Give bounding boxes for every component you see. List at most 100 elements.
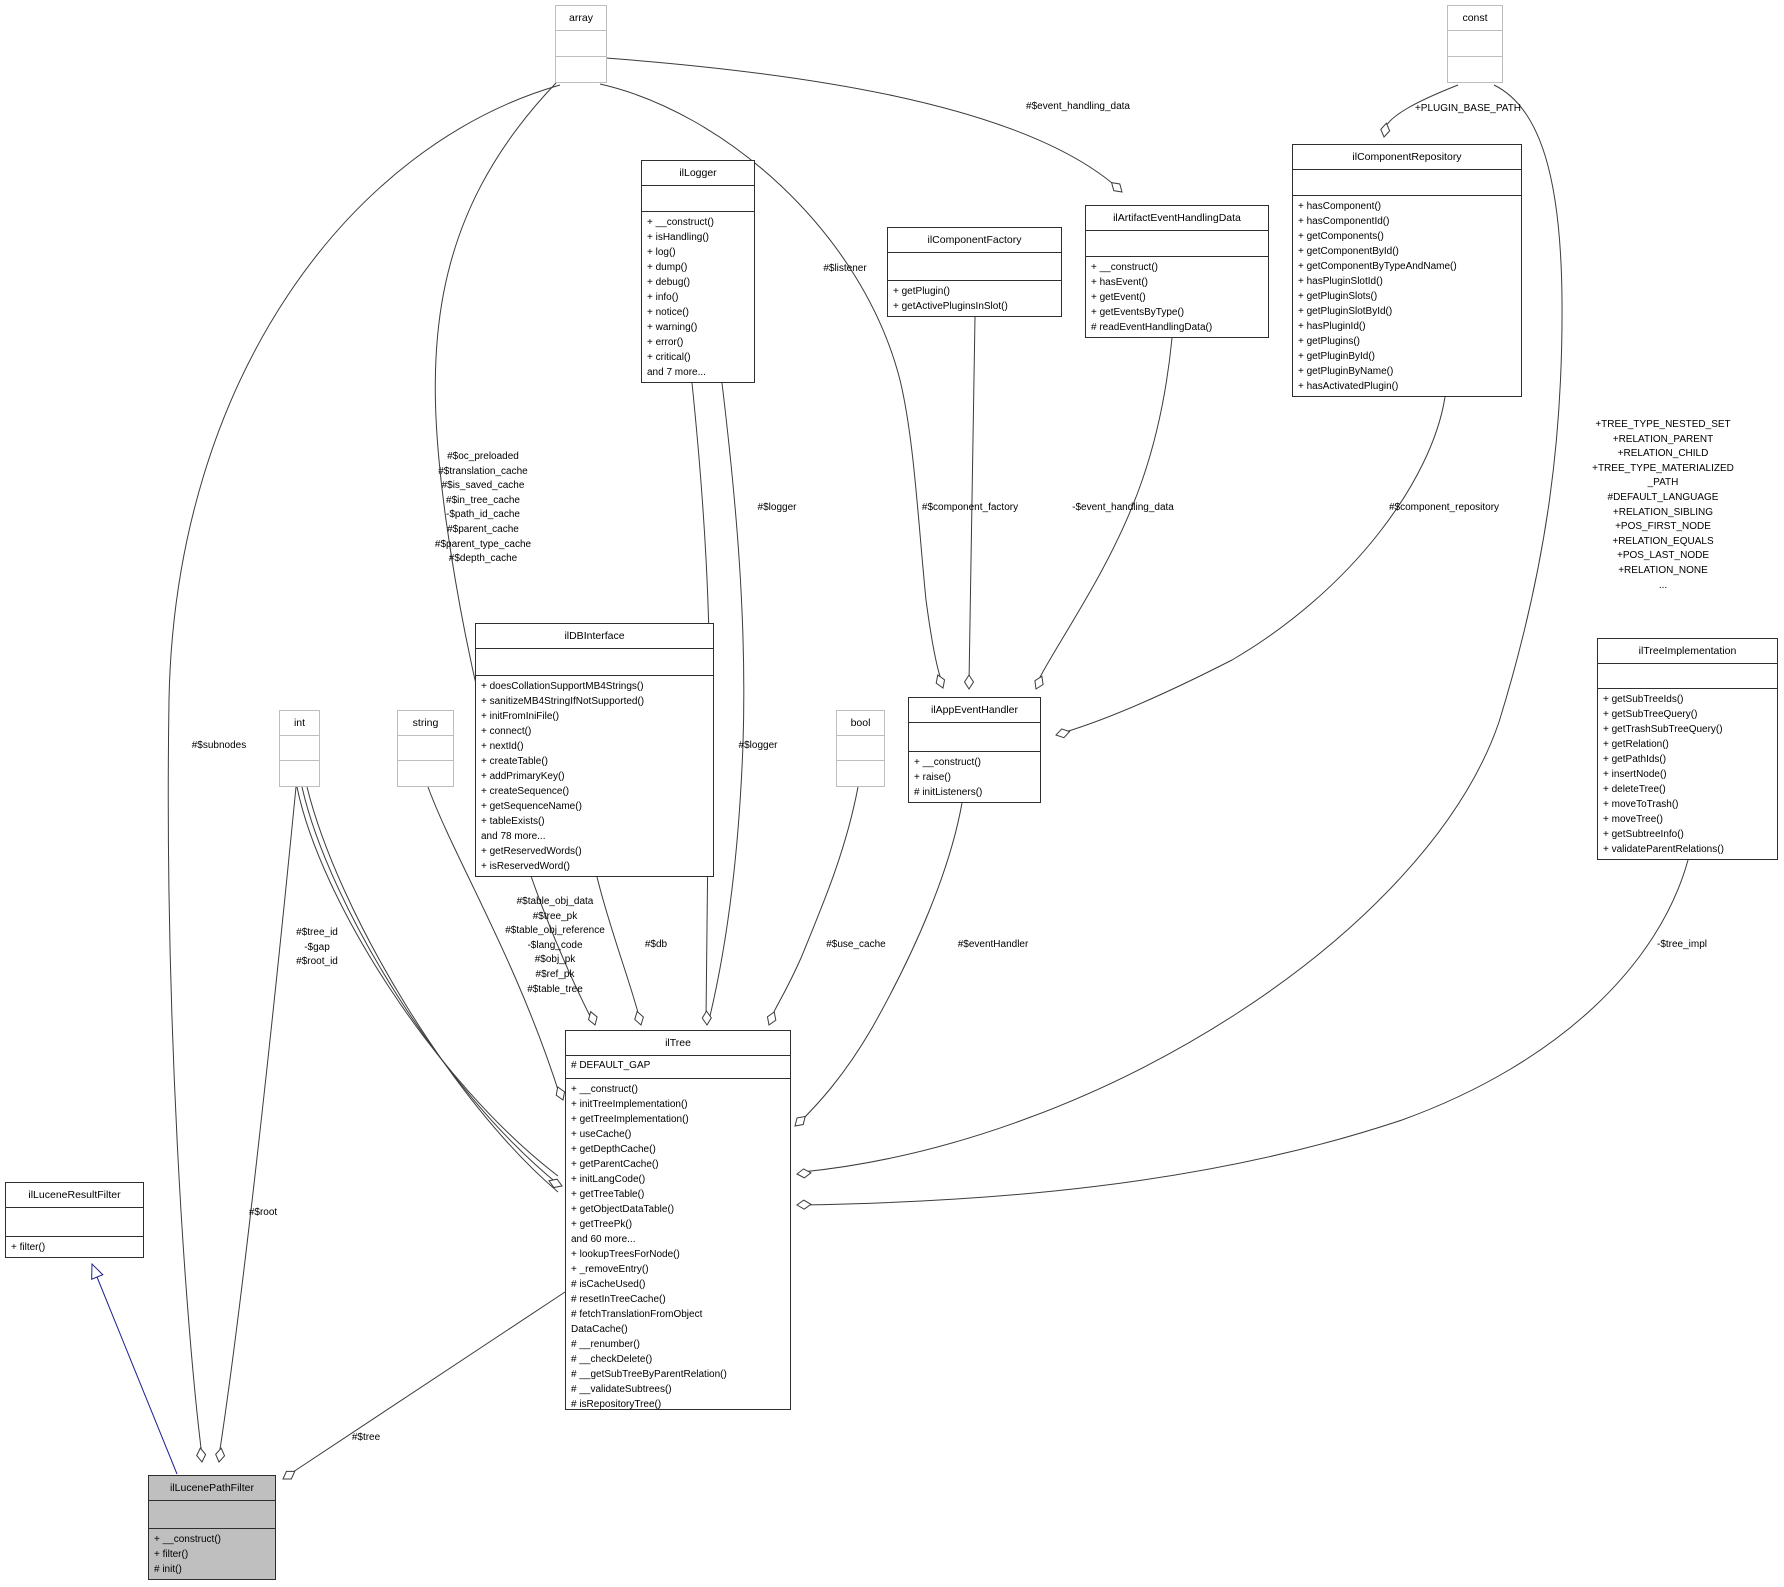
- class-title-ilcomponentrepository[interactable]: ilComponentRepository: [1293, 145, 1521, 170]
- diamond: [794, 1115, 806, 1127]
- diamond: [1380, 122, 1391, 138]
- edge-label-const_block: +TREE_TYPE_NESTED_SET +RELATION_PARENT +…: [1592, 419, 1734, 591]
- edge-label-logger2: #$logger: [738, 740, 778, 751]
- class-title-iltreeimplementation[interactable]: ilTreeImplementation: [1598, 639, 1777, 664]
- class-title-illogger[interactable]: ilLogger: [642, 161, 754, 186]
- method-row: + initFromIniFile(): [481, 711, 560, 722]
- edge-eventhandler: [798, 802, 963, 1124]
- method-row: + initTreeImplementation(): [571, 1099, 688, 1110]
- method-row: + getParentCache(): [571, 1159, 659, 1170]
- attributes-compartment: [837, 736, 884, 761]
- method-row: + getActivePluginsInSlot(): [893, 301, 1008, 312]
- class-iltreeimplementation[interactable]: ilTreeImplementation+ getSubTreeIds()+ g…: [1597, 638, 1778, 860]
- class-ilappeventhandler[interactable]: ilAppEventHandler+ __construct()+ raise(…: [908, 697, 1041, 803]
- edge-label-tree: #$tree: [351, 1432, 381, 1443]
- class-title-int[interactable]: int: [280, 711, 319, 736]
- class-title-ildbinterface[interactable]: ilDBInterface: [476, 624, 713, 649]
- method-row: + isHandling(): [647, 232, 709, 243]
- method-row: + getPluginSlots(): [1298, 291, 1378, 302]
- inheritance-arrow: [91, 1262, 104, 1280]
- method-row: + debug(): [647, 277, 691, 288]
- method-row: and 78 more...: [481, 831, 546, 842]
- class-illucenepathfilter[interactable]: ilLucenePathFilter+ __construct()+ filte…: [148, 1475, 276, 1580]
- class-string[interactable]: string: [397, 710, 454, 787]
- class-title-ilappeventhandler[interactable]: ilAppEventHandler: [909, 698, 1040, 723]
- method-row: + initLangCode(): [571, 1174, 646, 1185]
- method-row: + connect(): [481, 726, 532, 737]
- class-ilcomponentfactory[interactable]: ilComponentFactory+ getPlugin()+ getActi…: [887, 227, 1062, 317]
- edge-event-handling-data: [605, 57, 1120, 190]
- method-row: + _removeEntry(): [571, 1264, 649, 1275]
- class-bool[interactable]: bool: [836, 710, 885, 787]
- class-ilartifacteventhandlingdata[interactable]: ilArtifactEventHandlingData + __construct…: [1085, 205, 1269, 338]
- attributes-compartment: [888, 253, 1061, 281]
- diamond: [766, 1011, 777, 1026]
- class-int[interactable]: int: [279, 710, 320, 787]
- method-row: + getPluginById(): [1298, 351, 1375, 362]
- diamond: [1055, 728, 1071, 739]
- method-row: + raise(): [914, 772, 951, 783]
- attributes-compartment: [1448, 31, 1502, 57]
- method-row: + createSequence(): [481, 786, 570, 797]
- class-const[interactable]: const: [1447, 5, 1503, 83]
- method-row: # resetInTreeCache(): [571, 1294, 666, 1305]
- methods-compartment: + __construct()+ hasEvent()+ getEvent()+…: [1086, 257, 1268, 337]
- edge-label-component_factory: #$component_factory: [921, 502, 1019, 513]
- class-ildbinterface[interactable]: ilDBInterface + doesCollationSupportMB4St…: [475, 623, 714, 877]
- method-row: + getPathIds(): [1603, 754, 1667, 765]
- attributes-compartment: [909, 723, 1040, 752]
- edge-table-strings: [427, 786, 561, 1097]
- method-row: + __construct(): [571, 1084, 638, 1095]
- edge-inheritance: [96, 1276, 178, 1475]
- class-title-array[interactable]: array: [556, 6, 606, 31]
- class-title-bool[interactable]: bool: [837, 711, 884, 736]
- class-ilcomponentrepository[interactable]: ilComponentRepository+ hasComponent()+ h…: [1292, 144, 1522, 397]
- class-title-iltree[interactable]: ilTree: [566, 1031, 790, 1056]
- edge-label-use_cache: #$use_cache: [826, 939, 886, 950]
- class-iltree[interactable]: ilTree# DEFAULT_GAP+ __construct()+ init…: [565, 1030, 791, 1410]
- edge-root: [218, 786, 297, 1457]
- class-illogger[interactable]: ilLogger + __construct() + isHandling() + l…: [641, 160, 755, 383]
- method-row: + getObjectDataTable(): [571, 1204, 675, 1215]
- method-row: + moveTree(): [1603, 814, 1663, 825]
- method-row: + log(): [647, 247, 676, 258]
- method-row: + __construct(): [647, 217, 714, 228]
- edge-cache-array: [434, 82, 593, 1021]
- method-row: + hasComponentId(): [1298, 216, 1390, 227]
- method-row: + isReservedWord(): [481, 861, 571, 872]
- edge-tree-id-c: [306, 786, 559, 1193]
- method-row: + filter(): [11, 1242, 46, 1253]
- diamond: [282, 1470, 296, 1480]
- method-row: # readEventHandlingData(): [1091, 322, 1213, 333]
- class-array[interactable]: array: [555, 5, 607, 83]
- method-row: + getEventsByType(): [1091, 307, 1185, 318]
- method-row: # __validateSubtrees(): [571, 1384, 672, 1395]
- attributes-compartment: [1293, 170, 1521, 196]
- attributes-compartment: [6, 1208, 143, 1237]
- class-title-ilcomponentfactory[interactable]: ilComponentFactory: [888, 228, 1061, 253]
- class-title-illucenepathfilter[interactable]: ilLucenePathFilter: [149, 1476, 275, 1501]
- method-row: + hasPluginId(): [1298, 321, 1366, 332]
- class-title-illuceneresultfilter[interactable]: ilLuceneResultFilter: [6, 1183, 143, 1208]
- class-title-const[interactable]: const: [1448, 6, 1502, 31]
- edge-label-db: #$db: [644, 939, 668, 950]
- method-row: + hasPluginSlotId(): [1298, 276, 1383, 287]
- edge-tree-id-b: [301, 786, 559, 1185]
- diamond: [587, 1010, 598, 1026]
- edge-label-logger1: #$logger: [757, 502, 797, 513]
- class-illuceneresultfilter[interactable]: ilLuceneResultFilter + filter(): [5, 1182, 144, 1258]
- edge-component-repository: [1061, 396, 1446, 734]
- method-row: + createTable(): [481, 756, 548, 767]
- class-title-ilartifacteventhandlingdata[interactable]: ilArtifactEventHandlingData: [1086, 206, 1268, 231]
- methods-compartment: + doesCollationSupportMB4Strings()+ sani…: [476, 676, 713, 876]
- method-row: + lookupTreesForNode(): [571, 1249, 680, 1260]
- methods-compartment: [556, 57, 606, 83]
- method-row: + getSubtreeInfo(): [1603, 829, 1684, 840]
- edge-listener: [599, 83, 943, 683]
- methods-compartment: [837, 761, 884, 786]
- method-row: # __renumber(): [571, 1339, 640, 1350]
- method-row: + getTrashSubTreeQuery(): [1603, 724, 1723, 735]
- class-title-string[interactable]: string: [398, 711, 453, 736]
- edge-label-cache_block: #$oc_preloaded #$translation_cache #$is_…: [434, 451, 532, 565]
- method-row: + getPlugins(): [1298, 336, 1360, 347]
